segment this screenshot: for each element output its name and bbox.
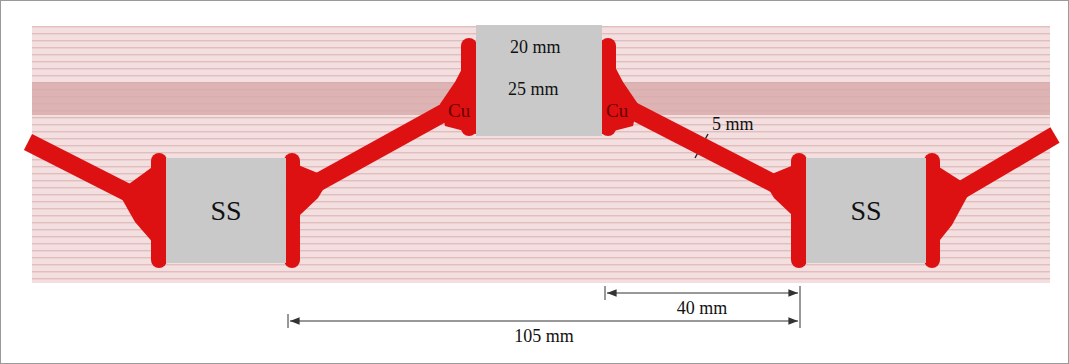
material-label: Cu	[448, 100, 470, 122]
striped-ground	[32, 26, 1050, 283]
extension-line	[605, 286, 606, 300]
dimension-label: 25 mm	[508, 79, 559, 100]
dimension-label: 105 mm	[514, 326, 574, 347]
label-holder: 5 mm	[712, 114, 754, 135]
steel-block: SS	[166, 158, 286, 263]
steel-block: SS	[806, 158, 926, 263]
edge-label-holder: Cu	[448, 100, 470, 122]
dimension-line	[607, 292, 798, 293]
label-holder: 105 mm	[514, 326, 574, 347]
edge-label-holder: Cu	[606, 100, 628, 122]
dimension-label: 5 mm	[712, 114, 754, 135]
material-label: SS	[806, 195, 926, 227]
dimension-label: 20 mm	[510, 37, 561, 58]
label-holder: 40 mm	[677, 298, 728, 319]
copper-strut	[602, 95, 806, 200]
dimension-label: 40 mm	[677, 298, 728, 319]
material-label: SS	[166, 195, 286, 227]
dimension-line	[290, 320, 798, 321]
steel-block-dimensioned: 20 mm 25 mm	[476, 25, 602, 136]
extension-line	[800, 286, 801, 328]
material-label: Cu	[606, 100, 628, 122]
copper-strut	[286, 95, 476, 200]
extension-line	[288, 314, 289, 328]
